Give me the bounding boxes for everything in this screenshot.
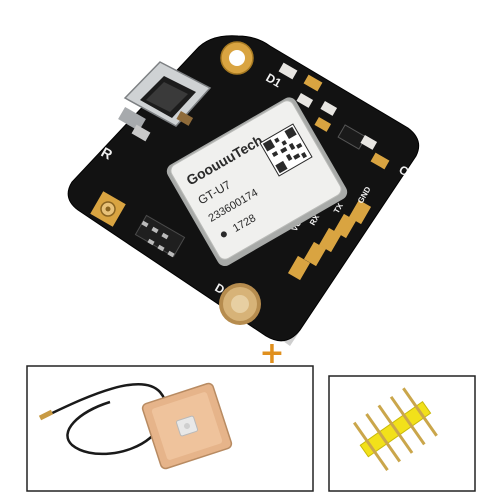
ufl-antenna-connector [90,191,126,227]
gps-module-board: D1 R C D2 [67,35,420,346]
pin1-dot [220,231,227,238]
smd-components-right [278,62,390,170]
label-d1: D1 [264,70,285,90]
patch-antenna [141,382,233,470]
antenna-cable [47,382,168,456]
gps-shield-can: GoouuuTech GT-U7 233600174 1728 [166,97,348,267]
mounting-hole-top [220,41,254,75]
eeprom-chip [134,214,186,258]
smd-component [131,124,151,142]
smd-component [176,111,194,126]
header-pads [287,199,372,281]
header-pins [352,387,438,472]
micro-usb-port [118,61,212,132]
pin-header-accessory-box [328,375,476,492]
antenna-accessory-box [26,365,314,492]
plus-icon: + [259,336,285,371]
qr-code-icon [259,123,313,177]
backup-battery [219,283,261,325]
